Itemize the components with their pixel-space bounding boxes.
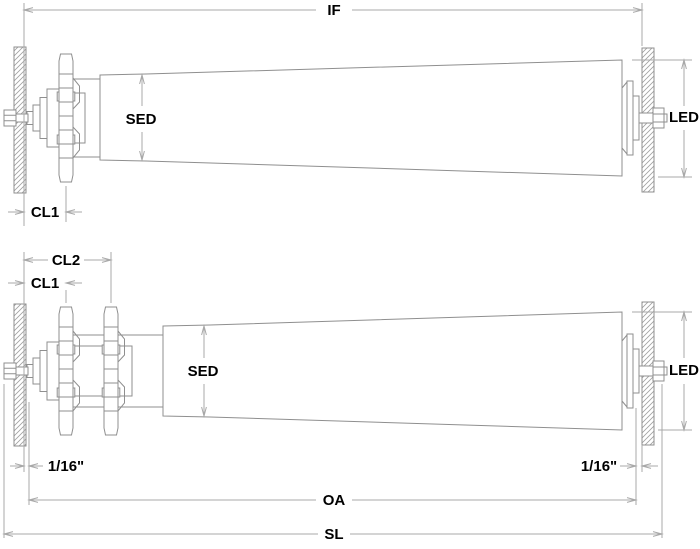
dim-label-led-top: LED	[669, 109, 699, 126]
led-extension-lines	[632, 59, 692, 178]
left-bearing	[3, 341, 61, 401]
dim-label-gap-right: 1/16"	[581, 458, 617, 475]
dim-label-oa: OA	[323, 492, 346, 509]
top-view-single-sprocket-roller: IF SED LED CL1	[3, 2, 699, 226]
led-extension-lines	[632, 311, 692, 431]
dim-label-led-bottom: LED	[669, 362, 699, 379]
top-view-dimensions	[8, 3, 692, 226]
oa-arrowheads	[27, 497, 638, 503]
dim-label-sl: SL	[324, 526, 343, 543]
dim-label-gap-left: 1/16"	[48, 458, 84, 475]
tapered-roller-body	[162, 311, 623, 431]
sed-arrowheads	[139, 73, 145, 162]
sl-arrowheads	[2, 531, 664, 537]
roller-neck-tube	[73, 78, 100, 158]
dim-label-sed-bottom: SED	[188, 363, 219, 380]
dim-label-cl1-bottom: CL1	[31, 275, 59, 292]
sed-arrowheads	[201, 324, 207, 418]
cl2-arrowheads	[22, 257, 113, 263]
dim-label-sed-top: SED	[126, 111, 157, 128]
dim-label-if: IF	[327, 2, 340, 19]
dim-label-cl1-top: CL1	[31, 204, 59, 221]
cl1-arrowheads	[14, 209, 76, 215]
cl1-arrowheads	[14, 280, 76, 286]
gap-right-arrowheads	[626, 463, 652, 469]
if-arrowheads	[22, 7, 644, 13]
bottom-view-double-sprocket-roller: CL2 CL1 SED LED 1/16" 1/16" OA SL	[2, 252, 699, 543]
bottom-view-dimensions	[2, 252, 692, 538]
dim-label-cl2: CL2	[52, 252, 80, 269]
tapered-roller-body	[99, 59, 623, 177]
left-bearing	[3, 88, 61, 148]
led-arrowheads	[681, 58, 687, 179]
led-arrowheads	[681, 310, 687, 432]
gap-left-arrowheads	[14, 463, 39, 469]
